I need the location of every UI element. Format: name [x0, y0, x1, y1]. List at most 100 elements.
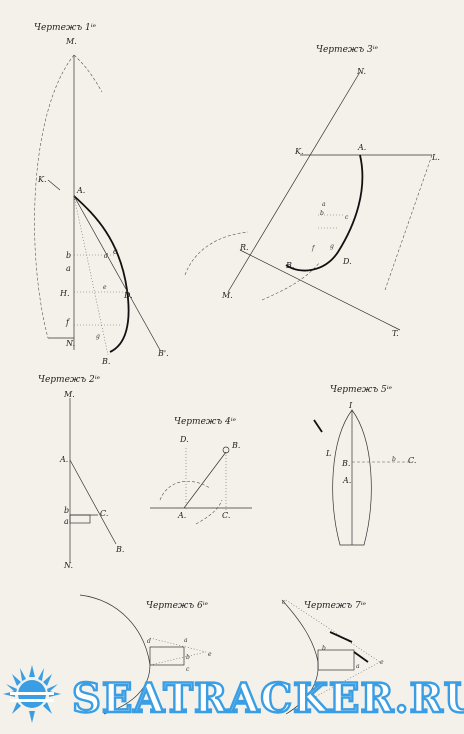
fig1-label-c: c	[113, 247, 118, 256]
watermark-text: SEATRACKER.RU	[72, 675, 464, 722]
fig1-label-a-cap: A.	[76, 186, 85, 195]
fig7-rect	[317, 649, 355, 671]
fig1-label-bcap: B.	[101, 357, 110, 366]
fig6-label-d: d	[147, 638, 151, 645]
figure-7-caption: Чертежъ 7ⁱᵉ	[304, 601, 367, 611]
fig7-dash-bottom	[299, 661, 381, 706]
fig5-label-c: C.	[408, 456, 416, 465]
figure-2-caption: Чертежъ 2ⁱᵉ	[38, 375, 101, 385]
fig3-label-b: b	[320, 210, 324, 217]
fig2-label-c: C.	[100, 509, 108, 518]
fig3-axis-mn	[227, 71, 361, 293]
figure-7: Чертежъ 7ⁱᵉ c b a e	[281, 599, 384, 715]
fig2-diagonal	[69, 459, 117, 545]
fig6-label-a: a	[184, 637, 188, 644]
figure-1-caption: Чертежъ 1ⁱᵉ	[34, 23, 97, 33]
fig7-hatch-top	[329, 631, 353, 643]
fig2-label-b-cap: B.	[115, 545, 124, 554]
fig6-dash-bottom	[149, 651, 207, 666]
fig5-label-i: I	[348, 401, 353, 410]
fig1-label-b1: B'.	[157, 349, 169, 358]
fig7-hatch-right	[353, 651, 369, 663]
figure-6: Чертежъ 6ⁱᵉ d a b c e	[79, 594, 212, 715]
fig3-label-c: c	[345, 214, 349, 221]
fig5-label-b: b	[392, 456, 396, 463]
fig3-label-r: R.	[239, 243, 249, 252]
fig3-label-t: T.	[392, 329, 399, 338]
fig6-label-b: b	[186, 654, 190, 661]
fig4-label-a: A.	[177, 511, 186, 520]
fig1-label-a: a	[66, 264, 71, 273]
fig3-label-a-cap: A.	[357, 143, 366, 152]
figure-3-caption: Чертежъ 3ⁱᵉ	[316, 45, 379, 55]
fig7-label-c: c	[282, 599, 286, 606]
fig3-right-dash	[384, 154, 433, 291]
fig1-diagonal-b1	[73, 195, 161, 351]
fig1-label-n: N.	[65, 339, 75, 348]
fig5-label-a: A.	[342, 476, 351, 485]
fig1-k-mark	[47, 179, 61, 191]
figure-2: Чертежъ 2ⁱᵉ M. A. b a C. B. N.	[38, 375, 124, 570]
fig1-label-m: M.	[65, 37, 77, 46]
fig3-label-a: a	[322, 201, 326, 208]
fig1-label-f: f	[65, 318, 71, 327]
fig1-label-e: e	[103, 284, 107, 291]
fig2-label-b: b	[64, 506, 69, 515]
fig7-label-e: e	[380, 659, 384, 666]
fig3-line-rt	[239, 249, 401, 331]
fig1-label-b: b	[66, 251, 71, 260]
fig1-label-g: g	[96, 333, 100, 340]
fig3-label-g: g	[330, 243, 334, 250]
fig7-dash-top	[285, 599, 381, 663]
fig4-label-b: B.	[231, 441, 240, 450]
fig2-label-m: M.	[63, 390, 75, 399]
fig1-label-dcap: D.	[123, 291, 133, 300]
fig3-label-f: f	[311, 245, 316, 252]
watermark: SEATRACKER.RU	[3, 665, 464, 723]
fig3-label-b-cap: B.	[285, 261, 294, 270]
fig3-label-m: M.	[221, 291, 233, 300]
figure-4-caption: Чертежъ 4ⁱᵉ	[174, 417, 237, 427]
fig1-label-k: K.	[37, 175, 47, 184]
fig3-curve	[285, 154, 364, 272]
fig1-curve	[73, 195, 130, 353]
fig2-label-a: a	[64, 517, 69, 526]
fig3-arc-right	[261, 261, 321, 301]
fig2-label-n: N.	[63, 561, 73, 570]
fig3-arc-left	[184, 231, 249, 276]
fig3-label-n: N.	[356, 67, 366, 76]
fig2-rect	[69, 514, 91, 524]
sun-logo-icon	[3, 665, 61, 723]
fig1-diagonal-b	[73, 195, 109, 356]
fig2-label-a-cap: A.	[59, 455, 68, 464]
fig6-rect	[149, 646, 185, 666]
fig4-arc-low	[195, 499, 223, 525]
fig6-label-e: e	[208, 651, 212, 658]
figure-5: Чертежъ 5ⁱᵉ I L B. b C. A.	[313, 385, 416, 546]
fig5-label-l: L	[325, 449, 331, 458]
fig5-label-b-cap: B.	[341, 459, 350, 468]
figure-6-caption: Чертежъ 6ⁱᵉ	[146, 601, 209, 611]
fig4-circle-b	[222, 446, 230, 454]
fig7-label-a: a	[356, 663, 360, 670]
fig4-label-d: D.	[179, 435, 189, 444]
fig3-label-l: L.	[431, 153, 440, 162]
fig1-top-arc	[73, 54, 103, 93]
fig6-dash-top	[149, 637, 207, 653]
fig7-label-b: b	[322, 645, 326, 652]
fig6-label-c: c	[186, 666, 190, 673]
fig1-label-d: d	[104, 253, 108, 260]
figure-1: Чертежъ 1ⁱᵉ M. K. A. b a c d e f g D. H.…	[34, 23, 169, 366]
fig5-arrow	[313, 419, 323, 433]
figure-3: Чертежъ 3ⁱᵉ K. A. L. N. a b c f g R. B. …	[184, 45, 440, 338]
fig1-label-h: H.	[59, 289, 70, 298]
fig3-label-d: D.	[342, 257, 352, 266]
fig1-outer-arc	[34, 54, 75, 339]
fig4-label-c: C.	[222, 511, 230, 520]
fig4-diagonal-ab	[183, 451, 227, 509]
fig4-arc	[159, 481, 211, 501]
figure-4: Чертежъ 4ⁱᵉ D. B. A. C.	[150, 417, 252, 525]
figure-5-caption: Чертежъ 5ⁱᵉ	[330, 385, 393, 395]
fig3-label-k: K.	[294, 147, 304, 156]
